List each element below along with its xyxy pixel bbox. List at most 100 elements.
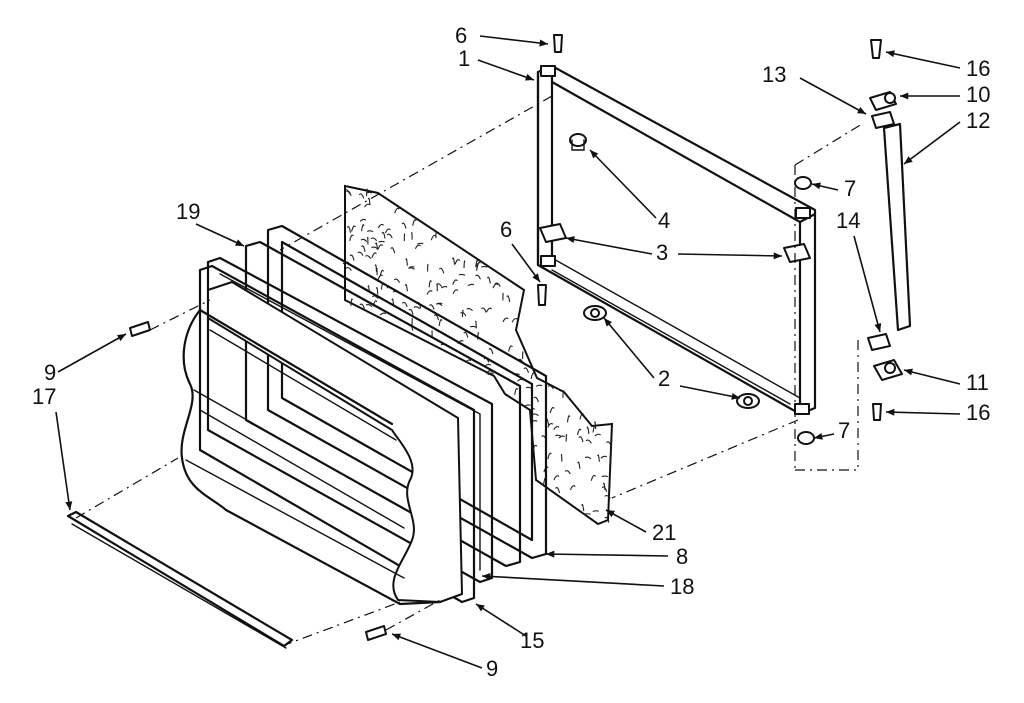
callout-label: 8 xyxy=(676,544,688,569)
arrowhead xyxy=(904,156,913,164)
foam-speck xyxy=(586,426,590,435)
foam-speck xyxy=(533,396,539,403)
foam-speck xyxy=(579,413,585,420)
foam-speck xyxy=(465,359,472,363)
callout-label: 16 xyxy=(966,400,990,425)
alignment-lines xyxy=(75,95,799,647)
foam-speck xyxy=(374,264,378,272)
foam-speck xyxy=(381,231,386,239)
foam-speck xyxy=(463,260,466,269)
foam-speck xyxy=(346,226,352,233)
callout-label: 13 xyxy=(762,62,786,87)
leader-line xyxy=(479,35,549,45)
leader-line xyxy=(885,51,961,69)
foam-speck xyxy=(428,304,435,310)
callout-label: 7 xyxy=(844,176,856,201)
foam-speck xyxy=(390,247,396,254)
leader-line xyxy=(55,411,71,511)
foam-speck xyxy=(452,289,459,295)
leader-line xyxy=(475,603,527,637)
foam-speck xyxy=(555,487,561,494)
callout-17: 17 xyxy=(32,384,73,511)
arrowhead xyxy=(900,92,909,100)
callout-label: 17 xyxy=(32,384,56,409)
foam-speck xyxy=(475,320,477,329)
door-liner xyxy=(180,281,463,606)
foam-speck xyxy=(547,452,552,460)
foam-speck xyxy=(461,309,464,318)
foam-speck xyxy=(547,385,554,390)
callout-label: 11 xyxy=(966,370,989,395)
foam-speck xyxy=(426,290,433,295)
foam-speck xyxy=(454,259,461,265)
foam-speck xyxy=(549,406,555,414)
arrowhead xyxy=(590,150,599,159)
foam-speck xyxy=(486,307,493,313)
arrowhead xyxy=(857,106,866,114)
callout-16: 16 xyxy=(885,50,990,81)
callout-1: 1 xyxy=(458,46,535,81)
leader-line xyxy=(903,121,961,165)
foam-speck xyxy=(530,372,536,379)
foam-speck xyxy=(532,444,538,451)
foam-speck xyxy=(458,273,466,276)
foam-speck xyxy=(351,225,356,232)
foam-speck xyxy=(502,317,509,323)
arrowhead xyxy=(773,252,782,260)
arrowhead xyxy=(525,73,534,81)
foam-speck xyxy=(481,307,487,313)
foam-speck xyxy=(367,197,371,206)
foam-speck xyxy=(377,244,384,250)
foam-speck xyxy=(584,513,591,515)
foam-speck xyxy=(475,259,479,268)
foam-speck xyxy=(393,278,401,283)
foam-speck xyxy=(417,242,424,245)
callout-4: 4 xyxy=(589,149,670,233)
foam-speck xyxy=(601,475,608,478)
foam-speck xyxy=(404,284,408,292)
callout-label: 3 xyxy=(656,240,668,265)
foam-speck xyxy=(371,252,377,259)
foam-speck xyxy=(475,274,481,280)
arrowhead xyxy=(539,39,548,47)
callout-7: 7 xyxy=(811,176,856,201)
arrowhead xyxy=(874,323,882,332)
foam-speck xyxy=(463,331,469,338)
foam-speck xyxy=(566,415,571,423)
foam-speck xyxy=(357,251,364,256)
foam-speck xyxy=(408,308,414,315)
leader-line xyxy=(195,223,245,247)
foam-speck xyxy=(553,426,560,430)
arrowhead xyxy=(235,239,244,246)
foam-speck xyxy=(349,254,355,261)
callout-label: 9 xyxy=(486,656,498,681)
foam-speck xyxy=(508,345,513,352)
fastener-parts xyxy=(537,34,815,445)
foam-speck xyxy=(359,303,365,310)
foam-speck xyxy=(577,461,581,469)
foam-speck xyxy=(486,276,491,284)
foam-speck xyxy=(553,475,560,481)
foam-speck xyxy=(514,387,519,395)
screw-parts xyxy=(129,321,387,641)
foam-speck xyxy=(601,486,608,492)
leader-line xyxy=(679,385,741,399)
arrowhead xyxy=(117,334,126,342)
callout-label: 15 xyxy=(520,628,544,653)
callout-label: 16 xyxy=(966,56,990,81)
callout-label: 4 xyxy=(658,208,670,233)
foam-speck xyxy=(438,319,443,327)
foam-speck xyxy=(547,422,554,428)
foam-speck xyxy=(506,295,511,303)
foam-speck xyxy=(386,233,393,239)
foam-speck xyxy=(375,287,379,295)
foam-speck xyxy=(359,218,367,222)
callout-11: 11 xyxy=(903,368,989,395)
foam-speck xyxy=(414,244,422,249)
foam-speck xyxy=(405,258,408,266)
foam-speck xyxy=(452,279,458,285)
callout-18: 18 xyxy=(481,572,694,599)
callout-19: 19 xyxy=(176,199,245,247)
